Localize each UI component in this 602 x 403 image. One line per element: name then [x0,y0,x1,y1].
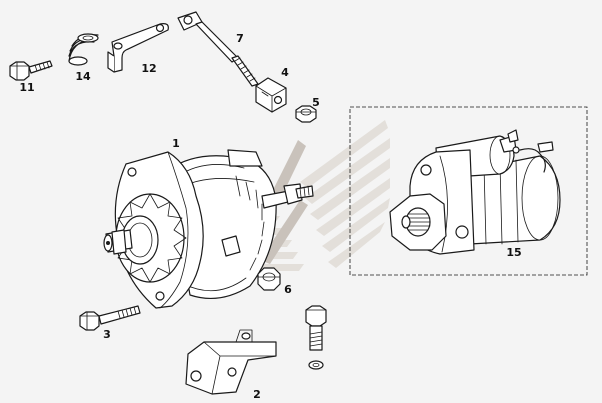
label-14: 14 [75,70,91,83]
label-12: 12 [141,62,156,75]
label-6: 6 [284,283,292,296]
label-11: 11 [19,81,34,94]
clamp-block-4 [255,77,287,113]
label-1: 1 [172,137,180,150]
starter-box [349,106,588,276]
nut-6 [257,267,281,291]
label-3: 3 [103,328,111,341]
alternator-1 [103,149,314,309]
bolt-3 [79,305,141,331]
spring-14 [68,33,99,66]
bolt-11 [9,60,53,81]
adjusting-bolt-7 [177,11,259,87]
label-2: 2 [253,388,261,401]
starter-motor-15 [389,129,561,255]
label-4: 4 [281,66,289,79]
nut-5 [295,105,317,123]
label-15: 15 [506,246,521,259]
bracket-12 [107,23,169,73]
label-7: 7 [236,32,244,45]
label-5: 5 [312,96,320,109]
mounting-bracket-2 [185,329,277,395]
bolt-with-washer [305,305,327,370]
